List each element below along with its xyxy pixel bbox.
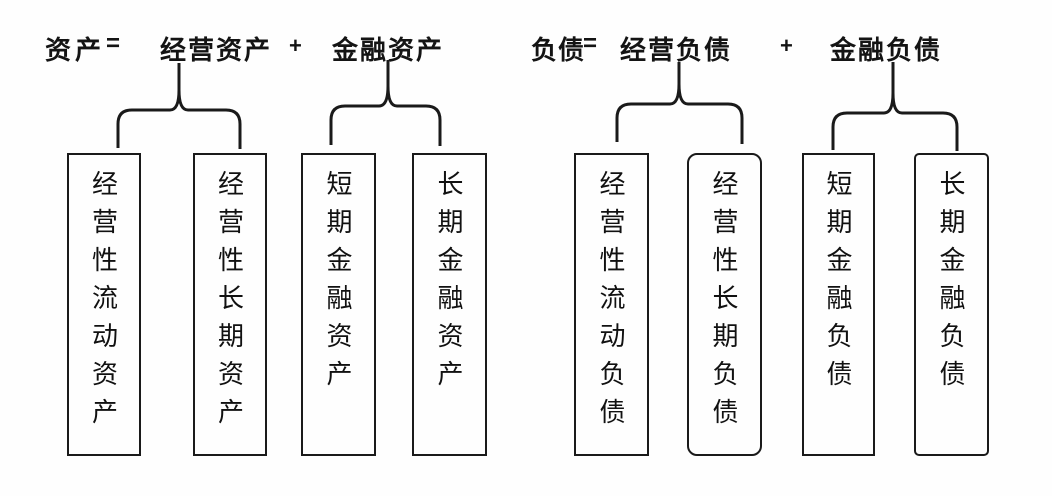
box-short-term-financial-assets: 短期金融资产 [301,153,376,456]
liabilities-term-operating: 经营负债 [620,35,733,65]
box-label: 经营性流动资产 [88,170,119,436]
box-label: 长期金融资产 [434,170,464,398]
operating-assets-brace [116,63,242,149]
box-operating-long-term-liabilities: 经营性长期负债 [687,153,762,456]
assets-term-operating: 经营资产 [160,35,273,65]
box-operating-current-assets: 经营性流动资产 [67,153,141,456]
box-label: 经营性长期资产 [214,170,245,436]
liabilities-equation-lhs: 负债 [531,35,586,65]
financial-liabilities-brace [831,62,959,151]
operating-liabilities-brace [615,62,744,144]
box-long-term-financial-assets: 长期金融资产 [412,153,487,456]
assets-equals-sign: = [106,30,123,57]
liabilities-equals-sign: = [583,30,600,57]
financial-assets-brace [329,60,442,146]
liabilities-term-financial: 金融负债 [830,35,943,65]
box-long-term-financial-liabilities: 长期金融负债 [914,153,989,456]
box-label: 短期金融资产 [323,170,353,398]
box-operating-long-term-assets: 经营性长期资产 [193,153,267,456]
assets-plus-sign: + [289,33,304,58]
liabilities-plus-sign: + [780,33,795,58]
brace-connectors [116,60,959,151]
box-short-term-financial-liabilities: 短期金融负债 [802,153,875,456]
box-label: 经营性流动负债 [596,170,626,436]
assets-equation-lhs: 资产 [45,35,106,65]
box-label: 经营性长期负债 [709,170,739,436]
box-label: 长期金融负债 [936,170,966,398]
box-label: 短期金融负债 [823,170,853,398]
box-operating-current-liabilities: 经营性流动负债 [574,153,649,456]
